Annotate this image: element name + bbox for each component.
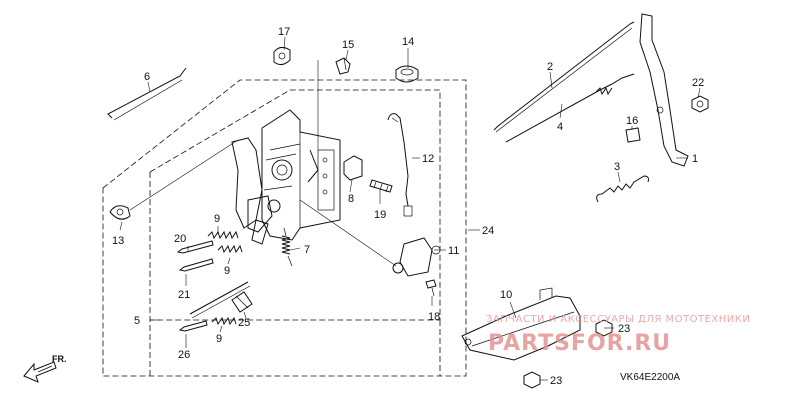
spring-part-3 xyxy=(596,175,649,203)
clip-part-13 xyxy=(109,205,131,220)
part-label-23-upper: 23 xyxy=(618,323,630,335)
screw-part-18 xyxy=(425,279,437,297)
cable-part-12 xyxy=(387,113,413,217)
part-label-5: 5 xyxy=(134,315,140,327)
part-label-9-lower: 9 xyxy=(216,333,222,345)
switch-part-11 xyxy=(392,237,441,277)
part-label-7: 7 xyxy=(304,244,310,256)
part-label-8: 8 xyxy=(348,193,354,205)
control-base-plate xyxy=(231,109,341,245)
part-label-20: 20 xyxy=(174,233,186,245)
part-number-labels: 1 2 3 4 5 6 7 8 9 9 9 10 11 12 13 14 15 … xyxy=(112,26,704,387)
part-label-15: 15 xyxy=(342,39,354,51)
bolt-part-23-upper xyxy=(595,319,613,337)
front-label: FR. xyxy=(52,354,67,364)
cable-part-2 xyxy=(493,21,635,133)
part-label-9-middle: 9 xyxy=(224,265,230,277)
part-label-21: 21 xyxy=(178,289,190,301)
part-label-14: 14 xyxy=(402,36,414,48)
part-label-17: 17 xyxy=(278,26,290,38)
bolt-part-21 xyxy=(178,258,214,272)
watermark-tagline: ЗАПЧАСТИ И АКСЕССУАРЫ ДЛЯ МОТОТЕХНИКИ xyxy=(486,314,750,325)
part-label-4: 4 xyxy=(557,121,563,133)
assembly-outline xyxy=(102,79,467,378)
part-label-24: 24 xyxy=(482,225,494,237)
clamp-part-14 xyxy=(395,65,419,83)
spring-part-9-middle xyxy=(217,244,243,254)
clip-part-17 xyxy=(273,46,291,66)
rod-part-6 xyxy=(107,67,187,121)
watermark-logo: PARTSFOR.RU xyxy=(488,331,671,356)
part-label-6: 6 xyxy=(144,71,150,83)
clip-part-16 xyxy=(625,127,641,143)
nut-part-22 xyxy=(691,95,709,113)
watermark: ЗАПЧАСТИ И АКСЕССУАРЫ ДЛЯ МОТОТЕХНИКИ PA… xyxy=(486,314,750,356)
part-label-26: 26 xyxy=(178,349,190,361)
part-label-23-lower: 23 xyxy=(550,375,562,387)
part-label-3: 3 xyxy=(614,161,620,173)
part-label-13: 13 xyxy=(112,235,124,247)
part-label-19: 19 xyxy=(374,209,386,221)
part-label-12: 12 xyxy=(422,153,434,165)
cover-part-10 xyxy=(461,287,581,361)
spring-part-9-lower xyxy=(211,316,237,326)
bolt-part-26 xyxy=(178,320,208,332)
part-label-11: 11 xyxy=(448,245,459,257)
leader-lines xyxy=(119,36,701,381)
part-label-10: 10 xyxy=(500,289,512,301)
front-direction-arrow: FR. xyxy=(23,354,67,383)
rod-lower-assembly xyxy=(189,281,251,319)
part-label-18: 18 xyxy=(428,311,440,323)
spring-part-7 xyxy=(281,227,293,267)
drawing-code: VK64E2200A xyxy=(620,372,680,383)
bolt-part-15 xyxy=(335,57,351,75)
part-label-16: 16 xyxy=(626,115,638,127)
bolt-part-19 xyxy=(369,179,393,193)
bolt-part-20 xyxy=(176,240,214,254)
bracket-part-8 xyxy=(343,155,363,181)
bolt-part-23-lower xyxy=(523,371,541,389)
lever-part-1 xyxy=(639,13,689,167)
part-label-1: 1 xyxy=(692,153,698,165)
part-label-2: 2 xyxy=(547,61,553,73)
part-label-22: 22 xyxy=(692,77,704,89)
cable-part-4 xyxy=(505,73,635,143)
part-label-9-upper: 9 xyxy=(214,213,220,225)
spring-part-9-upper xyxy=(207,230,239,240)
sleeve-part-25 xyxy=(231,291,253,313)
part-label-25: 25 xyxy=(238,317,250,329)
